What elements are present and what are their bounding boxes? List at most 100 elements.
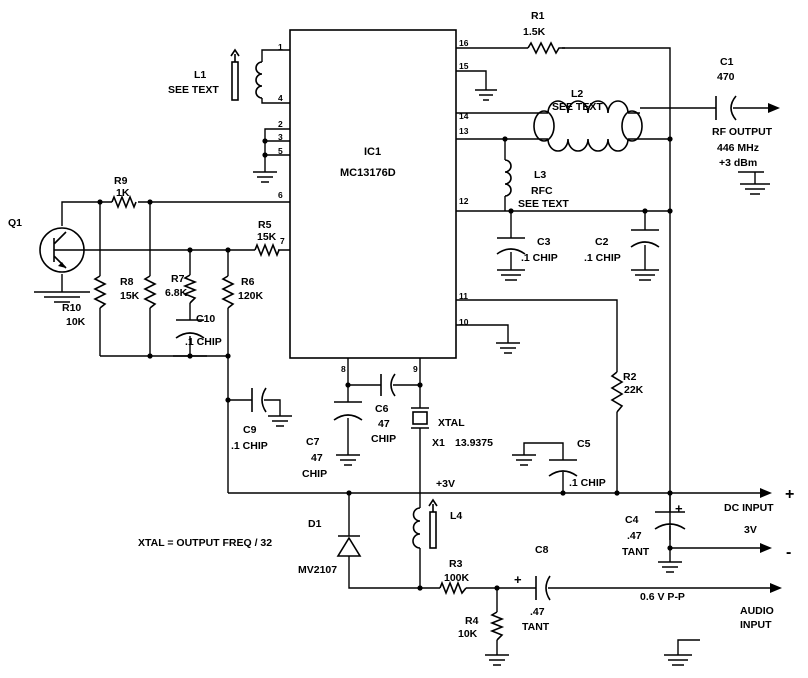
- l4-name: L4: [450, 510, 462, 522]
- r5-value: 15K: [257, 231, 277, 243]
- c6-name: C6: [375, 403, 389, 415]
- c10-value: .1 CHIP: [185, 336, 222, 348]
- c1-name: C1: [720, 56, 734, 68]
- c9-value: .1 CHIP: [231, 440, 268, 452]
- resistors: [93, 41, 624, 641]
- r4-value: 10K: [458, 628, 478, 640]
- c9-name: C9: [243, 424, 257, 436]
- pin-number: 10: [459, 317, 469, 327]
- resistor-r10-icon: [93, 275, 107, 309]
- c8-value-1: .47: [530, 606, 545, 618]
- r6-name: R6: [241, 276, 255, 288]
- varactor-d1-icon: [336, 535, 362, 557]
- audio-level-label: 0.6 V P-P: [640, 591, 685, 603]
- r10-value: 10K: [66, 316, 86, 328]
- ground-icon: [475, 89, 497, 101]
- x1-designator: X1: [432, 437, 445, 449]
- capacitor-c2-icon: [630, 229, 660, 248]
- r8-value: 15K: [120, 290, 140, 302]
- pin-number: 4: [278, 93, 283, 103]
- audio-input-label-1: AUDIO: [740, 605, 774, 617]
- r9-value: 1K: [116, 187, 130, 199]
- rf-output-label: RF OUTPUT: [712, 126, 773, 138]
- pin-number: 15: [459, 61, 469, 71]
- c10-name: C10: [196, 313, 215, 325]
- q1-name: Q1: [8, 217, 22, 229]
- dc-input-label: DC INPUT: [724, 502, 774, 514]
- r2-name: R2: [623, 371, 637, 383]
- resistor-r4-icon: [489, 611, 505, 641]
- inductor-l2-icon: [533, 100, 643, 152]
- c6-value-1: 47: [378, 418, 390, 430]
- c2-value: .1 CHIP: [584, 252, 621, 264]
- pin-number: 3: [278, 132, 283, 142]
- capacitor-c9-icon: [251, 387, 267, 413]
- pin-number: 5: [278, 146, 283, 156]
- transistor-q1-icon: [39, 227, 85, 273]
- capacitor-c3-icon: [496, 237, 526, 255]
- c8-name: C8: [535, 544, 549, 556]
- resistor-r5-icon: [254, 242, 280, 258]
- l1-value: SEE TEXT: [168, 84, 219, 96]
- resistor-r3-icon: [439, 580, 467, 596]
- pin-number: 9: [413, 364, 418, 374]
- r3-value: 100K: [444, 572, 470, 584]
- resistor-r7-icon: [182, 274, 198, 304]
- c4-name: C4: [625, 514, 639, 526]
- r10-name: R10: [62, 302, 81, 314]
- crystal-x1-icon: [411, 407, 429, 429]
- c6-value-2: CHIP: [371, 433, 396, 445]
- dc-voltage-label: 3V: [744, 524, 757, 536]
- d1-value: MV2107: [298, 564, 337, 576]
- c3-value: .1 CHIP: [521, 252, 558, 264]
- c8-value-2: TANT: [522, 621, 550, 633]
- junction-dots: [97, 136, 673, 591]
- l2-name: L2: [571, 88, 583, 100]
- resistor-r6-icon: [221, 275, 235, 309]
- l3-name: L3: [534, 169, 546, 181]
- dc-plus-sign: +: [785, 486, 794, 503]
- l3-value-2: SEE TEXT: [518, 198, 569, 210]
- pin-number: 14: [459, 111, 469, 121]
- r6-value: 120K: [238, 290, 264, 302]
- ground-icon: [496, 342, 520, 354]
- inductor-l4-icon: [412, 498, 438, 549]
- l3-value-1: RFC: [531, 185, 553, 197]
- power-label: +3 dBm: [719, 157, 757, 169]
- component-labels: R1 1.5K C1 470 L1 SEE TEXT L2 SEE TEXT R…: [8, 10, 794, 640]
- l1-name: L1: [194, 69, 206, 81]
- r2-value: 22K: [624, 384, 644, 396]
- ground-icon: [658, 561, 682, 573]
- capacitor-c1-icon: [715, 95, 737, 121]
- r8-name: R8: [120, 276, 134, 288]
- ic1-pin-numbers: 1 2 3 4 5 6 7 8 9 10 11 12 13 14 15 16: [278, 38, 469, 374]
- capacitor-c4-icon: [654, 511, 686, 530]
- audio-input-label-2: INPUT: [740, 619, 772, 631]
- c5-value: .1 CHIP: [569, 477, 606, 489]
- capacitor-c8-icon: [535, 575, 551, 601]
- ground-symbols: [34, 89, 770, 666]
- capacitor-c10-icon: [175, 319, 205, 339]
- r1-value: 1.5K: [523, 26, 546, 38]
- c3-name: C3: [537, 236, 551, 248]
- c4-value-2: TANT: [622, 546, 650, 558]
- frequency-label: 446 MHz: [717, 142, 759, 154]
- pin-number: 11: [459, 291, 468, 301]
- ground-icon: [512, 454, 536, 466]
- dc-minus-arrow-icon: [760, 543, 772, 553]
- inductor-l1-icon: [230, 48, 263, 101]
- capacitor-c7-icon: [333, 401, 363, 421]
- ground-icon: [740, 172, 770, 195]
- ic1-designator: IC1: [364, 146, 381, 158]
- capacitors: [175, 95, 737, 601]
- r7-name: R7: [171, 273, 185, 285]
- r1-name: R1: [531, 10, 545, 22]
- r7-value: 6.8K: [165, 287, 188, 299]
- pin-number: 16: [459, 38, 469, 48]
- arrows: [760, 103, 782, 593]
- ground-icon: [268, 415, 292, 427]
- r4-name: R4: [465, 615, 479, 627]
- ground-icon: [336, 454, 360, 466]
- pin-number: 12: [459, 196, 469, 206]
- pin-number: 6: [278, 190, 283, 200]
